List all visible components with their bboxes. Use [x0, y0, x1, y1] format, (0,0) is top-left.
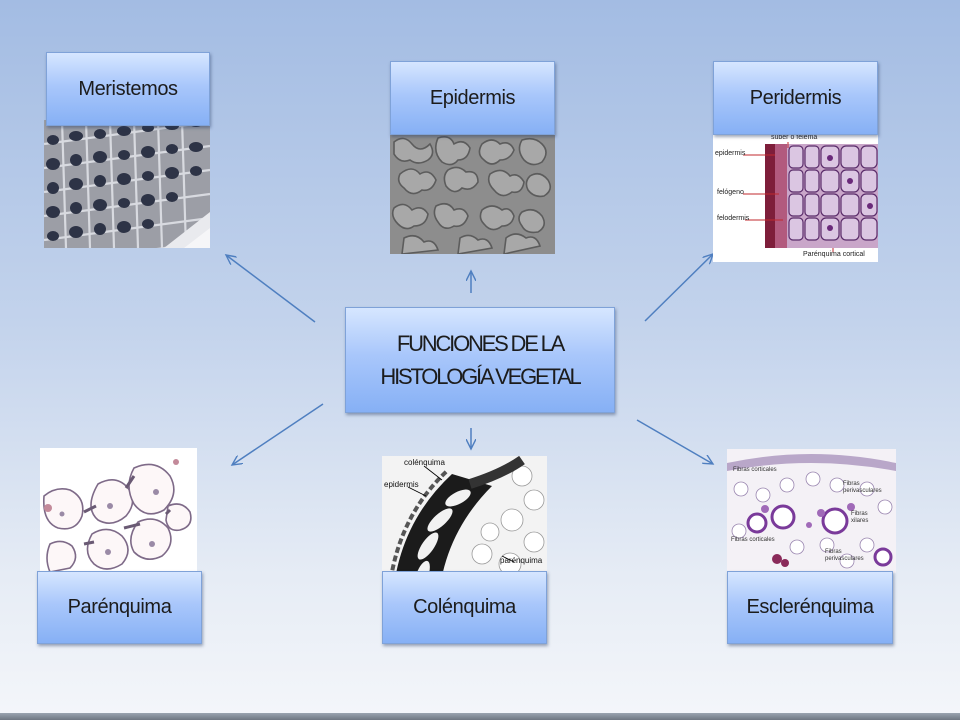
node-meristemos[interactable]: Meristemos [46, 52, 210, 126]
bottom-edge-bar [0, 713, 960, 720]
esclerenquima-label-fibras-perivasculares-1: Fibras perivasculares [843, 481, 882, 494]
node-parenquima-label: Parénquima [67, 596, 172, 618]
colenquima-label-epidermis: epidermis [384, 480, 419, 489]
peridermis-micrograph: súber o felema epidermis felógeno felode… [713, 134, 878, 262]
node-esclerenquima[interactable]: Esclerénquima [727, 571, 893, 644]
arrow-to-parenquima [232, 403, 324, 465]
node-esclerenquima-label: Esclerénquima [746, 596, 874, 618]
node-epidermis-label: Epidermis [429, 86, 516, 109]
meristemos-micrograph [44, 120, 210, 248]
node-center-title[interactable]: FUNCIONES DE LA HISTOLOGÍA VEGETAL [345, 307, 615, 413]
colenquima-label-parenquima: parénquima [500, 556, 543, 565]
node-parenquima[interactable]: Parénquima [37, 571, 202, 644]
esclerenquima-label-fibras-corticales-1: Fibras corticales [733, 467, 777, 473]
parenquima-drawing [40, 448, 197, 574]
node-meristemos-label: Meristemos [78, 77, 178, 100]
peridermis-label-suber: súber o felema [771, 134, 818, 141]
colenquima-label-colenquima: colénquima [404, 458, 445, 467]
peridermis-label-epidermis: epidermis [715, 150, 746, 157]
node-peridermis-label: Peridermis [749, 86, 842, 109]
peridermis-label-felodermis: felodermis [717, 215, 750, 222]
epidermis-micrograph [390, 134, 555, 254]
esclerenquima-label-fibras-perivasculares-2: Fibras perivasculares [825, 549, 864, 562]
node-peridermis[interactable]: Peridermis [713, 61, 878, 135]
peridermis-label-parenquima: Parénquima cortical [803, 251, 865, 258]
esclerenquima-label-fibras-corticales-2: Fibras corticales [731, 537, 775, 543]
node-colenquima[interactable]: Colénquima [382, 571, 547, 644]
peridermis-label-felogeno: felógeno [717, 189, 744, 196]
node-epidermis[interactable]: Epidermis [390, 61, 555, 135]
esclerenquima-label-fibras-xilares: Fibras xilares [851, 511, 869, 524]
arrow-to-esclerenquima [636, 419, 713, 464]
node-colenquima-label: Colénquima [413, 596, 516, 618]
center-title-line-2: HISTOLOGÍA VEGETAL [380, 364, 581, 389]
arrow-to-peridermis [644, 254, 713, 322]
center-title-line-1: FUNCIONES DE LA [396, 331, 565, 356]
arrow-to-meristemos [226, 255, 316, 323]
esclerenquima-drawing: Fibras corticales Fibras perivasculares … [727, 449, 896, 573]
